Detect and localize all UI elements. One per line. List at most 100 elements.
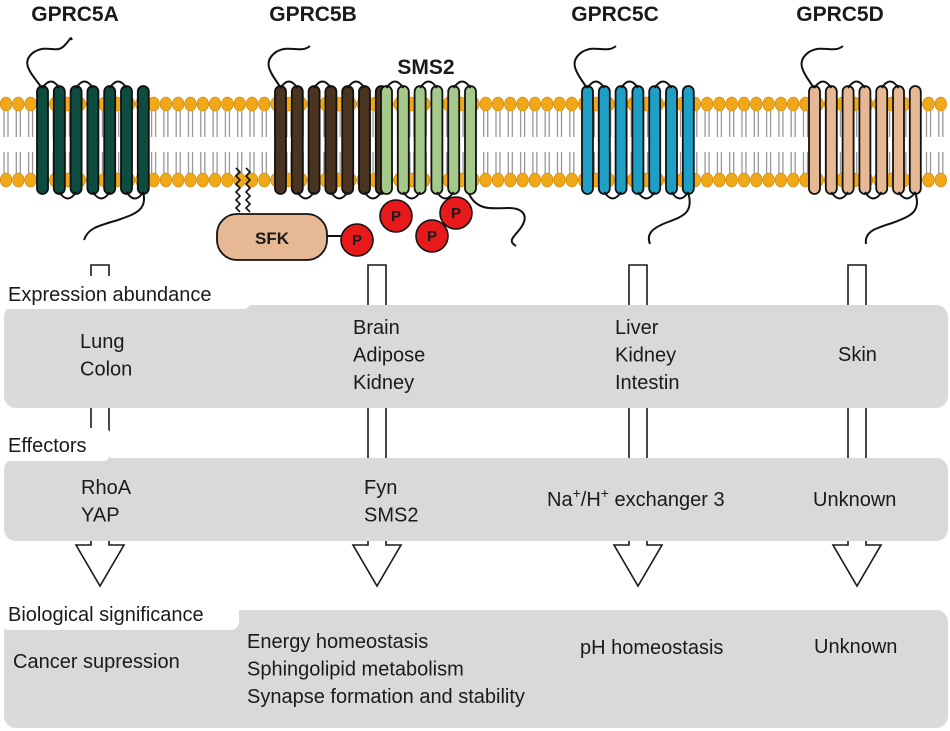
sms2-enzyme-helix — [413, 85, 427, 195]
gprc5b-n-terminus — [267, 45, 311, 89]
gprc5d-receptor-helix — [858, 85, 872, 195]
significance-panel — [4, 610, 948, 728]
gprc5d-receptor-loop — [813, 80, 833, 89]
phospho-circle-3 — [415, 219, 449, 253]
expression-cell-1: Colon — [80, 359, 132, 381]
gprc5d-receptor-loop — [880, 80, 900, 89]
gprc5c-receptor-helix — [581, 85, 594, 195]
gprc5d-receptor-helix — [841, 85, 855, 195]
expression-cell-2: Brain — [353, 317, 400, 339]
gprc5d-receptor-loop — [897, 191, 917, 200]
gprc5d-receptor-helix — [875, 85, 889, 195]
phospho-label: P — [352, 232, 362, 249]
gprc5a-n-terminus — [26, 37, 73, 89]
gprc5c-receptor-helix — [597, 85, 611, 195]
gprc5a-receptor-helix — [36, 85, 49, 195]
gprc5d-n-terminus — [800, 45, 844, 89]
gprc5d-receptor-helix — [824, 85, 838, 195]
expression-cell-3: Intestin — [615, 372, 679, 394]
sms2-enzyme-loop — [452, 80, 472, 89]
lipid-anchor — [234, 167, 242, 213]
gprc5c-receptor-helix — [631, 85, 645, 195]
significance-cell-3: pH homeostasis — [580, 637, 723, 659]
significance-cell-2: Synapse formation and stability — [247, 686, 525, 708]
nhe-part: + — [601, 485, 609, 501]
effector-nhe3: Na+/H+ exchanger 3 — [547, 485, 725, 511]
phospho-label: P — [391, 208, 401, 225]
gprc5a-receptor — [36, 80, 150, 200]
gprc5a-receptor-loop — [41, 80, 61, 89]
gprc5c-receptor-helix — [648, 85, 662, 195]
gprc5d-receptor — [808, 80, 922, 200]
expression-cell-2: Adipose — [353, 345, 425, 367]
gprc5c-receptor-loop — [603, 191, 622, 200]
lipid-anchor — [244, 167, 252, 213]
expression-title-tab — [1, 276, 251, 309]
sms2-c-terminus — [468, 193, 526, 247]
gprc5d-receptor-loop — [864, 191, 883, 200]
gprc5d-c-terminus — [864, 191, 918, 245]
sms2-enzyme-helix — [396, 85, 410, 195]
phospho-label: P — [451, 205, 461, 222]
significance-cell-2: Sphingolipid metabolism — [247, 659, 464, 681]
phospho-circle-1 — [340, 223, 374, 257]
gprc5b-receptor-loop — [363, 191, 383, 200]
gprc5b-receptor-helix — [307, 85, 321, 195]
gprc5b-receptor-helix — [274, 85, 287, 195]
gprc5c-receptor-loop — [586, 80, 606, 89]
gprc5d-receptor-loop — [830, 191, 849, 200]
effectors-title-tab — [1, 428, 111, 461]
gprc5b-receptor-loop — [330, 191, 349, 200]
sms2-enzyme-helix — [447, 85, 461, 195]
significance-cell-2: Energy homeostasis — [247, 631, 428, 653]
nhe-part: + — [573, 485, 581, 501]
sms2-title: SMS2 — [397, 56, 454, 79]
phospho-label: P — [427, 228, 437, 245]
sms2-enzyme-helix — [464, 85, 477, 195]
gprc5a-receptor-loop — [125, 191, 145, 200]
gprc5b-receptor — [274, 80, 388, 200]
expression-title: Expression abundance — [8, 284, 211, 306]
gprc5a-receptor-helix — [52, 85, 66, 195]
gprc5b-receptor-helix — [341, 85, 355, 195]
receptor-title-gprc5a: GPRC5A — [31, 3, 119, 26]
effector-cell-2: Fyn — [364, 477, 397, 499]
gprc5a-receptor-helix — [69, 85, 83, 195]
gprc5a-receptor-helix — [86, 85, 100, 195]
sms2-enzyme — [380, 80, 477, 200]
gprc5c-receptor-helix — [614, 85, 628, 195]
gprc5c-receptor-loop — [620, 80, 639, 89]
gprc5b-receptor-helix — [358, 85, 371, 195]
gprc5d-receptor-helix — [808, 85, 821, 195]
receptors — [26, 37, 922, 261]
expression-cell-2: Kidney — [353, 372, 414, 394]
sms2-enzyme-loop — [419, 80, 438, 89]
receptor-title-gprc5d: GPRC5D — [796, 3, 884, 26]
gprc5a-receptor-helix — [136, 85, 150, 195]
significance-cell-4: Unknown — [814, 636, 897, 658]
gprc5c-receptor-loop — [653, 80, 673, 89]
gprc5b-receptor-loop — [296, 191, 315, 200]
gprc5b-receptor-helix — [324, 85, 338, 195]
gprc5c-n-terminus — [573, 45, 617, 89]
expression-cell-4: Skin — [838, 344, 877, 366]
gprc5a-receptor-loop — [75, 80, 94, 89]
significance-cell-1: Cancer supression — [13, 651, 180, 673]
sms2-enzyme-loop — [385, 80, 405, 89]
gprc5a-receptor-helix — [103, 85, 117, 195]
gprc5c-receptor — [581, 80, 695, 200]
gprc5b-receptor-helix — [290, 85, 304, 195]
gprc5a-c-terminus — [83, 191, 146, 241]
gprc5a-receptor-loop — [92, 191, 111, 200]
gprc5b-receptor-loop — [346, 80, 366, 89]
sms2-enzyme-helix — [380, 85, 393, 195]
expression-cell-1: Lung — [80, 331, 125, 353]
effector-cell-1: RhoA — [81, 477, 132, 499]
phospho-circle-4 — [439, 196, 473, 230]
gprc5c-receptor-helix — [665, 85, 678, 195]
sms2-enzyme-helix — [430, 85, 444, 195]
gprc5b-receptor-loop — [313, 80, 332, 89]
sms2-enzyme-loop — [436, 191, 455, 200]
